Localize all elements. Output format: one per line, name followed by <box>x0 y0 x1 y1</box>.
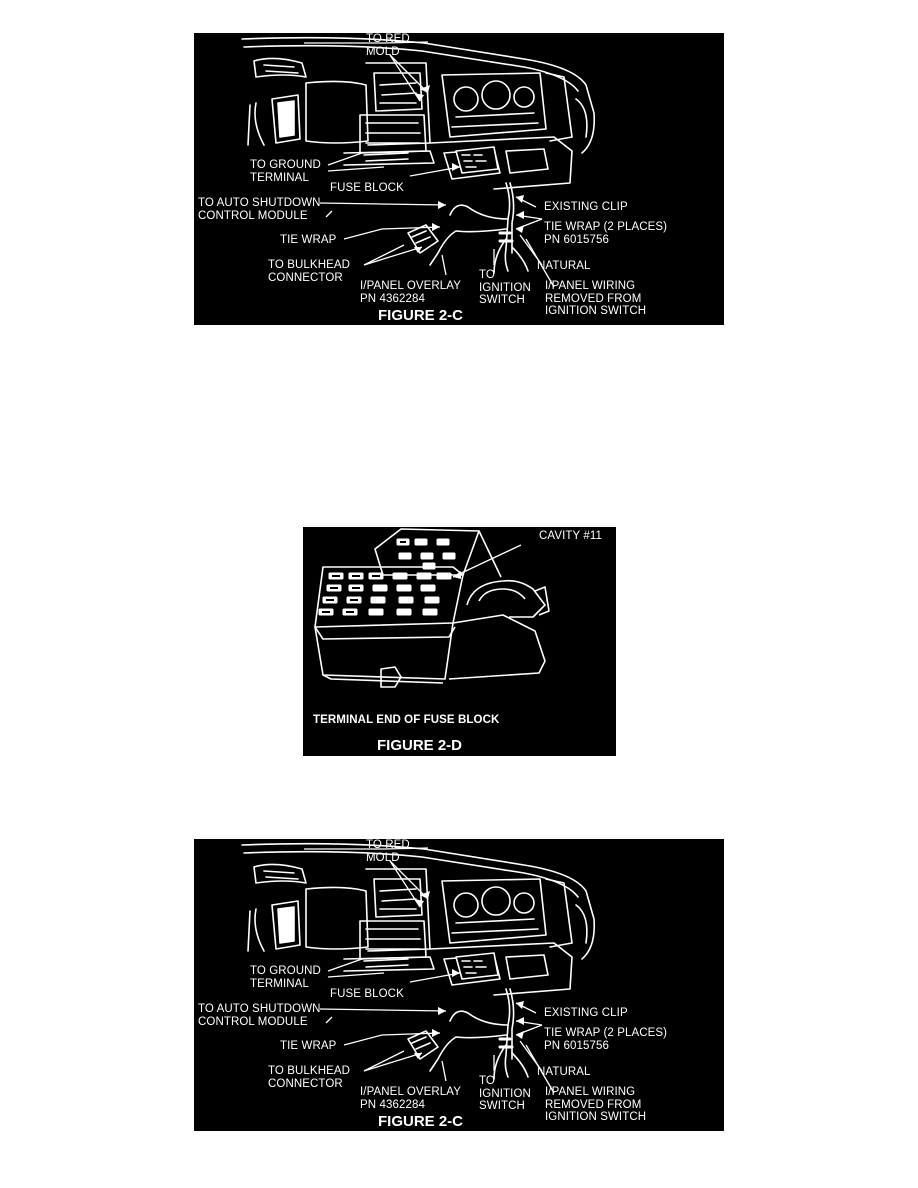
label-to-ignition-switch: TO IGNITION SWITCH <box>479 1075 531 1112</box>
label-natural: NATURAL <box>537 1066 591 1078</box>
dashboard-wiring-illustration <box>241 36 596 288</box>
label-to-auto-shutdown: TO AUTO SHUTDOWN CONTROL MODULE <box>198 197 321 222</box>
label-cavity-11: CAVITY #11 <box>539 530 603 542</box>
figure-2c-bottom: TO RED MOLD TO GROUND TERMINAL FUSE BLOC… <box>194 839 724 1131</box>
label-to-bulkhead-connector: TO BULKHEAD CONNECTOR <box>268 1065 351 1090</box>
label-tie-wrap: TIE WRAP <box>280 1040 337 1052</box>
label-terminal-end: TERMINAL END OF FUSE BLOCK <box>313 714 500 726</box>
figure-caption: FIGURE 2-C <box>378 1113 464 1130</box>
figure-caption: FIGURE 2-C <box>378 307 464 324</box>
label-to-auto-shutdown: TO AUTO SHUTDOWN CONTROL MODULE <box>198 1003 321 1028</box>
label-to-ignition-switch: TO IGNITION SWITCH <box>479 269 531 306</box>
label-existing-clip: EXISTING CLIP <box>544 1007 628 1019</box>
label-to-bulkhead-connector: TO BULKHEAD CONNECTOR <box>268 259 351 284</box>
label-ipanel-overlay: I/PANEL OVERLAY PN 4362284 <box>360 280 461 305</box>
label-to-ground-terminal: TO GROUND TERMINAL <box>250 159 321 184</box>
label-to-ground-terminal: TO GROUND TERMINAL <box>250 965 321 990</box>
figure-2c-top: TO RED MOLD TO GROUND TERMINAL FUSE BLOC… <box>194 33 724 325</box>
dashboard-wiring-illustration <box>241 842 596 1094</box>
label-natural: NATURAL <box>537 260 591 272</box>
label-to-red-mold: TO RED MOLD <box>366 33 410 58</box>
label-existing-clip: EXISTING CLIP <box>544 201 628 213</box>
label-fuse-block: FUSE BLOCK <box>330 182 404 194</box>
figure-caption: FIGURE 2-D <box>377 737 463 754</box>
label-fuse-block: FUSE BLOCK <box>330 988 404 1000</box>
label-ipanel-wiring-removed: I/PANEL WIRING REMOVED FROM IGNITION SWI… <box>545 1086 647 1123</box>
label-ipanel-wiring-removed: I/PANEL WIRING REMOVED FROM IGNITION SWI… <box>545 280 647 317</box>
label-to-red-mold: TO RED MOLD <box>366 839 410 864</box>
label-ipanel-overlay: I/PANEL OVERLAY PN 4362284 <box>360 1086 461 1111</box>
figure-2d: CAVITY #11 TERMINAL END OF FUSE BLOCK FI… <box>303 527 616 756</box>
label-tie-wrap-2-places: TIE WRAP (2 PLACES) PN 6015756 <box>544 221 668 246</box>
label-tie-wrap-2-places: TIE WRAP (2 PLACES) PN 6015756 <box>544 1027 668 1052</box>
label-tie-wrap: TIE WRAP <box>280 234 337 246</box>
fuse-block-illustration <box>314 528 550 688</box>
